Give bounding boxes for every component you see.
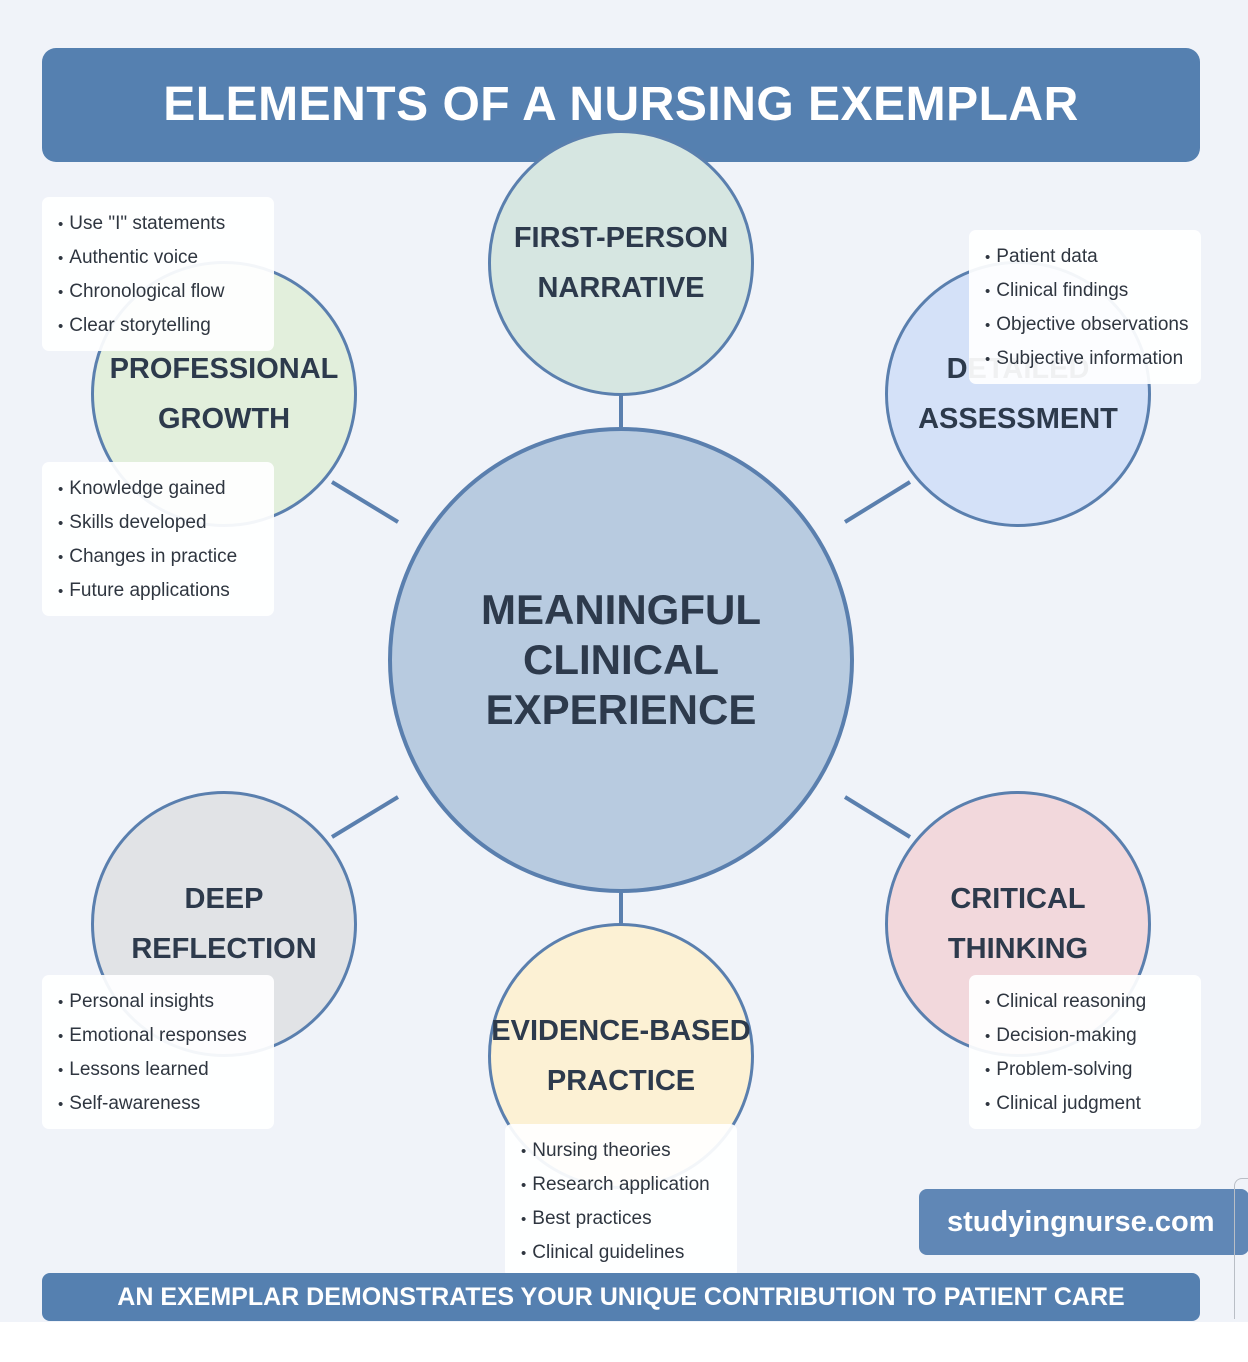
center-line-2: CLINICAL <box>523 636 719 683</box>
node-label-line: EVIDENCE-BASED <box>491 1015 751 1047</box>
list-item: Clear storytelling <box>58 309 274 343</box>
center-line-1: MEANINGFUL <box>481 586 761 633</box>
list-item: Future applications <box>58 574 274 608</box>
website-badge[interactable]: studyingnurse.com <box>919 1189 1248 1255</box>
connector-lower-left <box>330 795 400 839</box>
deep-reflection-card: Personal insights Emotional responses Le… <box>42 975 274 1129</box>
diagram-canvas: ELEMENTS OF A NURSING EXEMPLAR MEANINGFU… <box>0 0 1248 1322</box>
first-person-narrative-card: Use "I" statements Authentic voice Chron… <box>42 197 274 351</box>
connector-upper-left <box>330 480 400 524</box>
list-item: Decision-making <box>985 1019 1201 1053</box>
list-item: Best practices <box>521 1202 737 1236</box>
footer-banner: AN EXEMPLAR DEMONSTRATES YOUR UNIQUE CON… <box>42 1273 1200 1321</box>
center-line-3: EXPERIENCE <box>485 686 757 733</box>
evidence-based-practice-card: Nursing theories Research application Be… <box>505 1124 737 1278</box>
list-item: Use "I" statements <box>58 207 274 241</box>
list-item: Lessons learned <box>58 1053 274 1087</box>
list-item: Nursing theories <box>521 1134 737 1168</box>
node-label-line: DEEP <box>184 883 264 915</box>
node-label-line: GROWTH <box>157 403 291 435</box>
list-item: Patient data <box>985 240 1201 274</box>
detailed-assessment-card: Patient data Clinical findings Objective… <box>969 230 1201 384</box>
node-label-line: CRITICAL <box>950 883 1086 915</box>
list-item: Emotional responses <box>58 1019 274 1053</box>
node-label-line: FIRST-PERSON <box>513 222 729 254</box>
node-label-line: REFLECTION <box>131 933 317 965</box>
node-label-line: THINKING <box>947 933 1089 965</box>
list-item: Changes in practice <box>58 540 274 574</box>
page-edge-divider <box>1234 1178 1248 1319</box>
list-item: Chronological flow <box>58 275 274 309</box>
connector-upper-right <box>843 480 912 524</box>
list-item: Authentic voice <box>58 241 274 275</box>
list-item: Clinical guidelines <box>521 1236 737 1270</box>
professional-growth-card: Knowledge gained Skills developed Change… <box>42 462 274 616</box>
website-label: studyingnurse.com <box>947 1206 1215 1238</box>
node-label-line: PRACTICE <box>546 1065 696 1097</box>
page-title: ELEMENTS OF A NURSING EXEMPLAR <box>163 78 1079 131</box>
list-item: Objective observations <box>985 308 1201 342</box>
list-item: Subjective information <box>985 342 1201 376</box>
list-item: Knowledge gained <box>58 472 274 506</box>
list-item: Self-awareness <box>58 1087 274 1121</box>
node-label-line: ASSESSMENT <box>918 403 1118 435</box>
list-item: Clinical reasoning <box>985 985 1201 1019</box>
list-item: Personal insights <box>58 985 274 1019</box>
node-label-line: PROFESSIONAL <box>109 353 339 385</box>
list-item: Clinical findings <box>985 274 1201 308</box>
node-label-line: NARRATIVE <box>537 272 705 304</box>
connector-lower-right <box>843 795 912 839</box>
first-person-narrative-circle: FIRST-PERSON NARRATIVE <box>488 130 754 396</box>
list-item: Clinical judgment <box>985 1087 1201 1121</box>
list-item: Problem-solving <box>985 1053 1201 1087</box>
critical-thinking-card: Clinical reasoning Decision-making Probl… <box>969 975 1201 1129</box>
connector-lines <box>330 394 912 924</box>
list-item: Research application <box>521 1168 737 1202</box>
footer-text: AN EXEMPLAR DEMONSTRATES YOUR UNIQUE CON… <box>117 1283 1125 1311</box>
list-item: Skills developed <box>58 506 274 540</box>
center-circle: MEANINGFUL CLINICAL EXPERIENCE <box>388 427 854 893</box>
